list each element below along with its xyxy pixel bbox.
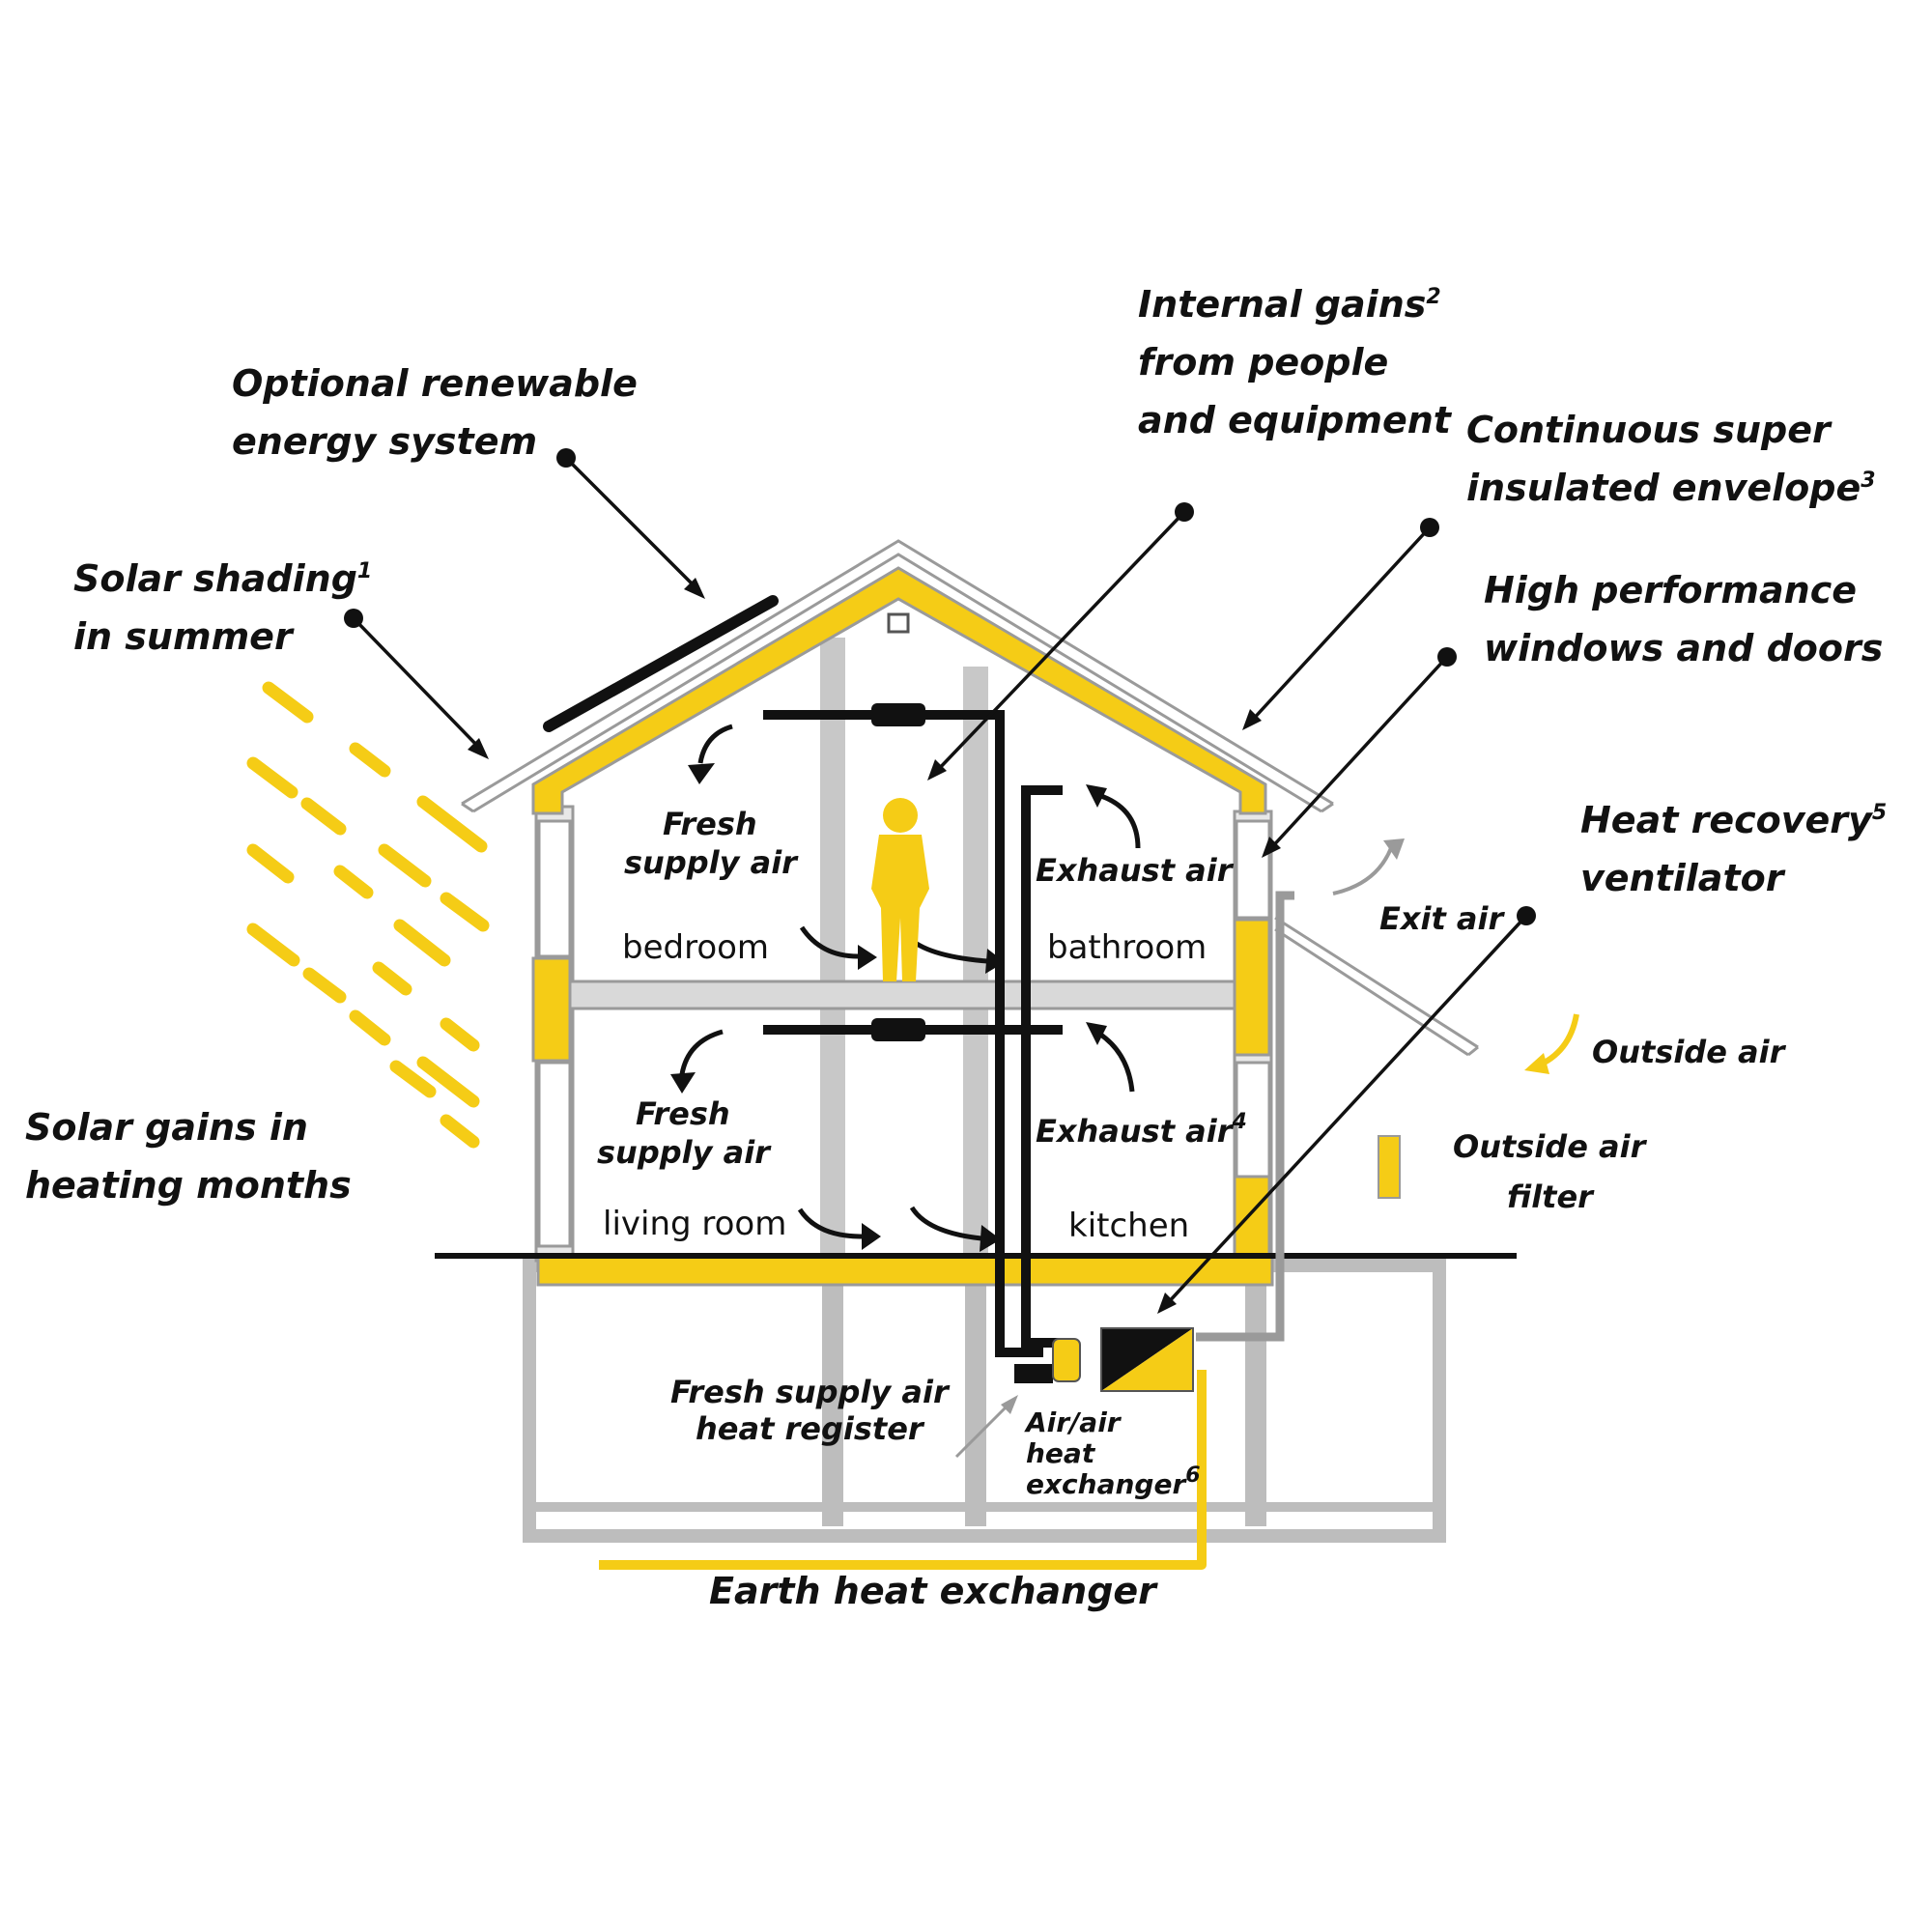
label-outside-air-filter: Outside air filter — [1453, 1128, 1657, 1215]
label-windows: High performance windows and doors — [1484, 569, 1883, 669]
roof — [461, 539, 1334, 813]
label-fresh-supply-register: Fresh supply air heat register — [670, 1374, 959, 1447]
airflow-arrows — [679, 724, 1141, 1241]
label-bathroom: bathroom — [1047, 928, 1207, 967]
roof-vent — [887, 612, 910, 634]
label-earth-heat-exchanger: Earth heat exchanger — [709, 1570, 1158, 1612]
exit-air-duct — [1196, 891, 1294, 1342]
label-solar-gains: Solar gains in heating months — [25, 1106, 352, 1207]
sun-rays-icon — [246, 681, 490, 1149]
house-structure — [523, 638, 1446, 1543]
window-left-upper — [537, 819, 572, 958]
label-living-room: living room — [603, 1205, 786, 1243]
window-right-upper — [1235, 819, 1271, 920]
heat-register-icon — [1014, 1338, 1081, 1383]
solar-panel-icon — [543, 595, 779, 732]
duct-damper-lower — [871, 1018, 925, 1041]
label-solar-shading: Solar shading1 in summer — [73, 544, 384, 658]
insulated-envelope — [531, 566, 1274, 1287]
label-exit-air: Exit air — [1379, 900, 1505, 937]
duct-damper-upper — [871, 703, 925, 726]
heat-recovery-unit-icon — [1100, 1327, 1194, 1392]
label-internal-gains: Internal gains2 from people and equipmen… — [1138, 270, 1454, 441]
label-exhaust-upper: Exhaust air — [1036, 852, 1235, 889]
outside-air-filter-icon — [1378, 1135, 1401, 1199]
label-fresh-supply-upper: Fresh supply air — [624, 806, 799, 881]
airflow-arrowheads — [670, 763, 1107, 1252]
lean-to-roof — [1274, 916, 1479, 1057]
person-icon — [871, 798, 929, 981]
label-kitchen: kitchen — [1068, 1207, 1189, 1245]
label-air-exchanger: Air/air heat exchanger6 — [1024, 1406, 1201, 1500]
leader-lines — [344, 448, 1536, 1459]
earth-heat-exchanger-pipe — [599, 1370, 1207, 1570]
window-right-lower — [1235, 1061, 1271, 1180]
label-fresh-supply-lower: Fresh supply air — [597, 1095, 772, 1171]
label-bedroom: bedroom — [622, 928, 769, 967]
label-heat-recovery: Heat recovery5 ventilator — [1580, 785, 1899, 899]
label-envelope: Continuous super insulated envelope3 — [1466, 409, 1876, 509]
window-left-lower — [537, 1061, 572, 1248]
label-exhaust-lower: Exhaust air4 — [1036, 1110, 1247, 1150]
label-outside-air: Outside air — [1592, 1034, 1787, 1070]
label-optional-renewable: Optional renewable energy system — [232, 362, 650, 463]
